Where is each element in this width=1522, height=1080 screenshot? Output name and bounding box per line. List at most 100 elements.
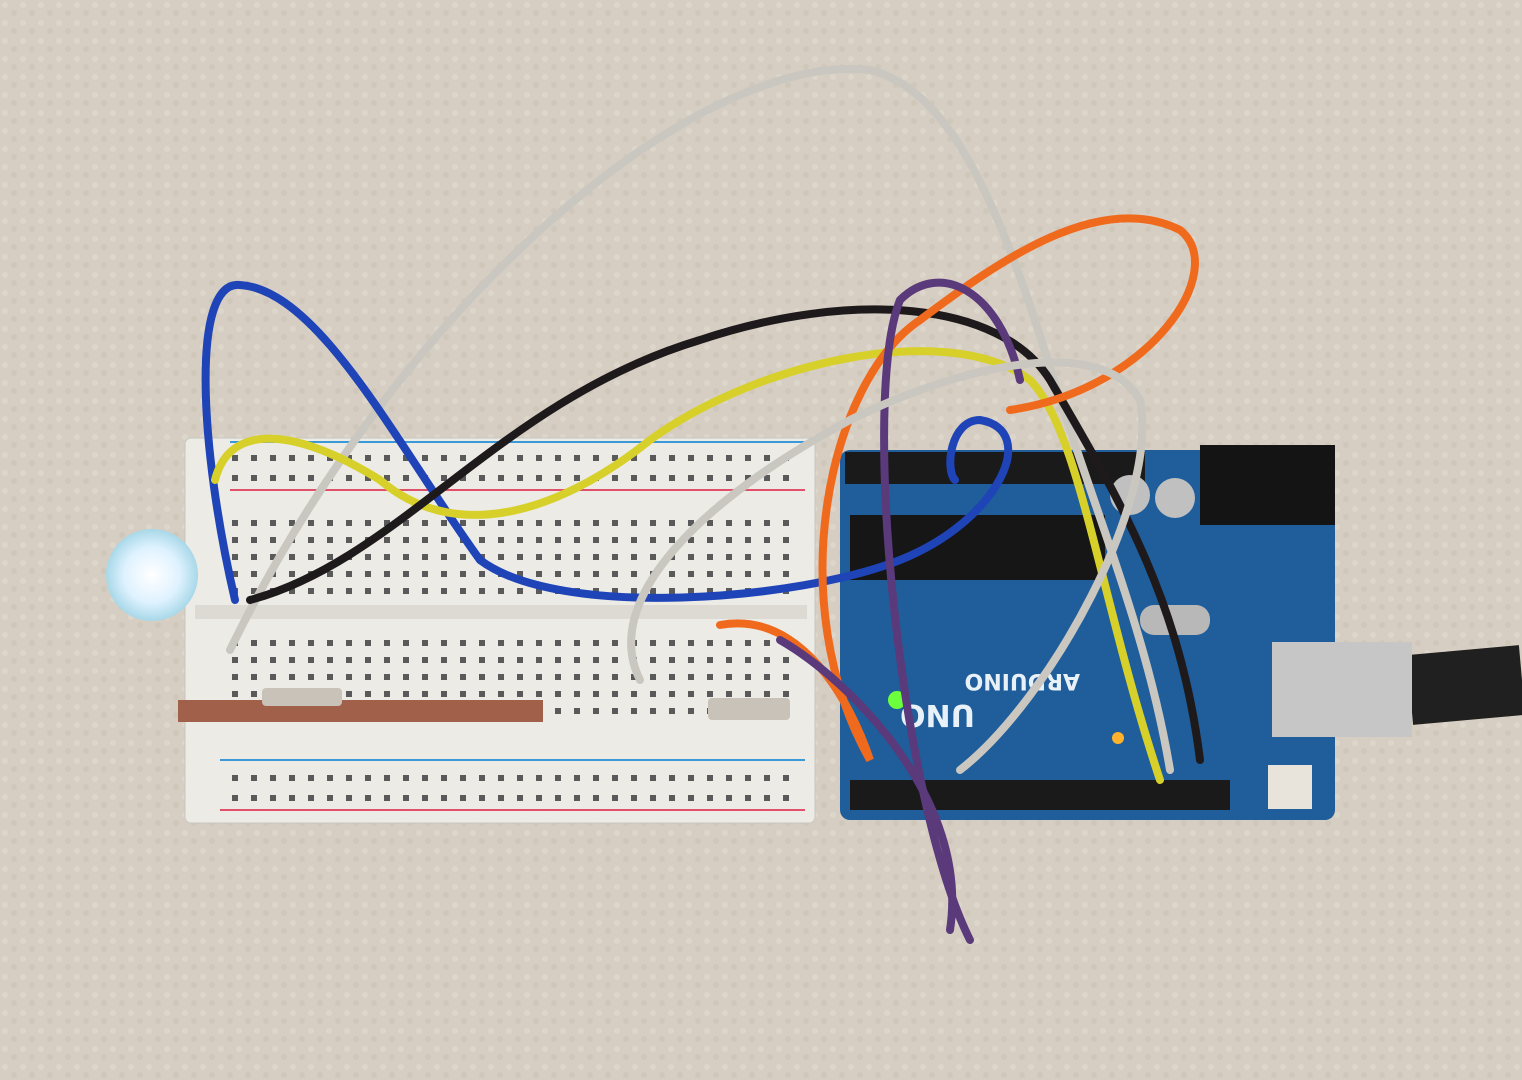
breadboard-hole — [346, 795, 352, 801]
breadboard-hole — [403, 795, 409, 801]
breadboard-hole — [536, 674, 542, 680]
breadboard-hole — [650, 475, 656, 481]
usb-cable — [1406, 645, 1522, 725]
breadboard-hole — [726, 537, 732, 543]
breadboard-hole — [669, 640, 675, 646]
breadboard-hole — [384, 775, 390, 781]
breadboard-hole — [365, 571, 371, 577]
breadboard-hole — [308, 775, 314, 781]
breadboard-hole — [764, 455, 770, 461]
breadboard-hole — [783, 554, 789, 560]
breadboard-hole — [631, 475, 637, 481]
breadboard-hole — [441, 640, 447, 646]
breadboard-hole — [574, 455, 580, 461]
breadboard-hole — [669, 455, 675, 461]
breadboard-hole — [783, 475, 789, 481]
breadboard-hole — [403, 571, 409, 577]
breadboard-hole — [574, 691, 580, 697]
breadboard-hole — [403, 640, 409, 646]
breadboard-hole — [384, 691, 390, 697]
breadboard-hole — [764, 537, 770, 543]
breadboard-hole — [574, 775, 580, 781]
breadboard-hole — [536, 520, 542, 526]
breadboard-hole — [745, 640, 751, 646]
breadboard-hole — [346, 520, 352, 526]
logo-brand: ARDUINO — [965, 668, 1080, 693]
breadboard-hole — [346, 475, 352, 481]
breadboard-hole — [555, 475, 561, 481]
breadboard-hole — [650, 554, 656, 560]
breadboard-hole — [726, 554, 732, 560]
breadboard-hole — [631, 708, 637, 714]
breadboard-hole — [517, 475, 523, 481]
breadboard-hole — [517, 657, 523, 663]
breadboard-hole — [707, 691, 713, 697]
breadboard-hole — [593, 795, 599, 801]
breadboard-hole — [555, 674, 561, 680]
breadboard-hole — [460, 775, 466, 781]
breadboard-hole — [365, 674, 371, 680]
breadboard-hole — [726, 691, 732, 697]
breadboard-hole — [270, 520, 276, 526]
breadboard-hole — [422, 691, 428, 697]
breadboard-hole — [498, 455, 504, 461]
breadboard-hole — [270, 554, 276, 560]
breadboard-hole — [365, 475, 371, 481]
breadboard-hole — [308, 588, 314, 594]
breadboard-hole — [384, 795, 390, 801]
breadboard-hole — [403, 674, 409, 680]
breadboard-hole — [783, 674, 789, 680]
breadboard-hole — [479, 571, 485, 577]
breadboard-hole — [745, 520, 751, 526]
breadboard-hole — [517, 775, 523, 781]
breadboard-hole — [346, 640, 352, 646]
breadboard-hole — [783, 657, 789, 663]
breadboard-hole — [251, 475, 257, 481]
breadboard-hole — [422, 571, 428, 577]
breadboard-hole — [384, 520, 390, 526]
breadboard-hole — [289, 795, 295, 801]
breadboard-hole — [251, 554, 257, 560]
breadboard-hole — [517, 588, 523, 594]
breadboard-hole — [726, 571, 732, 577]
breadboard-hole — [745, 554, 751, 560]
breadboard-hole — [536, 588, 542, 594]
breadboard-hole — [745, 537, 751, 543]
breadboard-hole — [669, 657, 675, 663]
breadboard-hole — [593, 640, 599, 646]
breadboard-hole — [707, 775, 713, 781]
breadboard-hole — [308, 674, 314, 680]
breadboard-hole — [479, 795, 485, 801]
breadboard-hole — [631, 455, 637, 461]
breadboard-hole — [232, 674, 238, 680]
breadboard-hole — [688, 571, 694, 577]
breadboard-hole — [498, 674, 504, 680]
breadboard-hole — [232, 795, 238, 801]
breadboard-hole — [555, 795, 561, 801]
breadboard-hole — [612, 520, 618, 526]
breadboard-hole — [232, 775, 238, 781]
breadboard-hole — [631, 691, 637, 697]
crystal-oscillator — [1140, 605, 1210, 635]
breadboard-hole — [308, 657, 314, 663]
breadboard-hole — [422, 640, 428, 646]
breadboard-hole — [460, 455, 466, 461]
breadboard-hole — [745, 657, 751, 663]
breadboard-hole — [289, 674, 295, 680]
center-channel — [195, 605, 807, 619]
breadboard-hole — [422, 588, 428, 594]
breadboard-hole — [669, 475, 675, 481]
breadboard-hole — [631, 775, 637, 781]
breadboard-hole — [308, 640, 314, 646]
breadboard-hole — [289, 588, 295, 594]
breadboard-hole — [441, 795, 447, 801]
wire-black — [246, 305, 1204, 764]
breadboard-hole — [745, 674, 751, 680]
reset-button — [1268, 765, 1312, 809]
breadboard-hole — [346, 775, 352, 781]
breadboard-hole — [688, 775, 694, 781]
breadboard-hole — [232, 475, 238, 481]
breadboard-hole — [365, 520, 371, 526]
breadboard-hole — [517, 640, 523, 646]
breadboard-hole — [460, 795, 466, 801]
